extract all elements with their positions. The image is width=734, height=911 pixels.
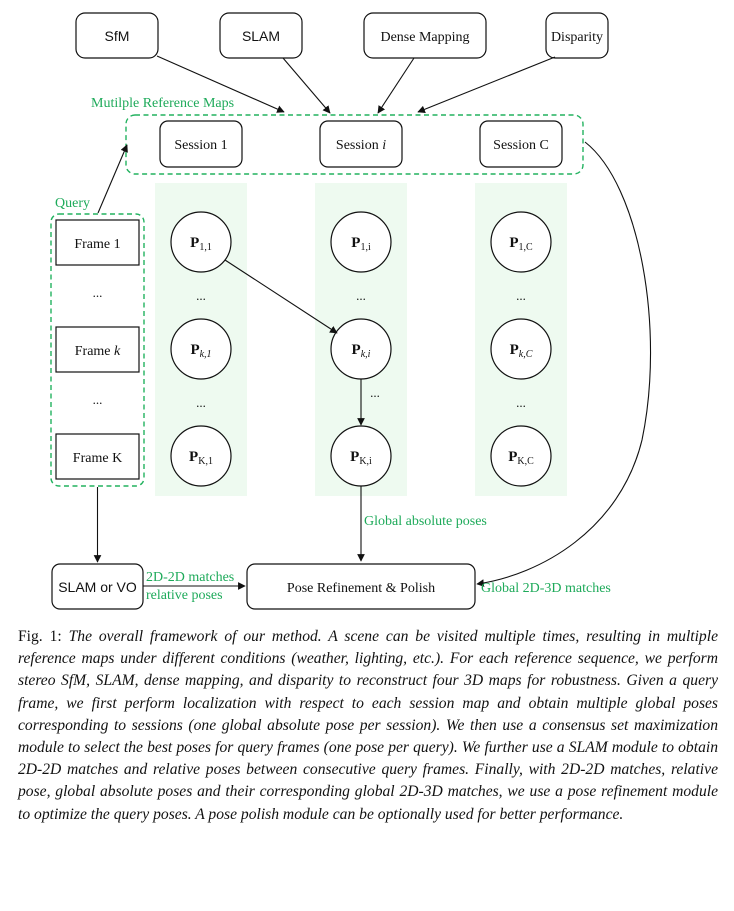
source-label: SfM [105, 28, 130, 44]
framework-diagram: SfM SLAM Dense Mapping Disparity Mutilpl… [50, 12, 652, 610]
session-label: Session i [336, 138, 386, 153]
arrow-dense-to-maps [377, 57, 415, 114]
pose-ellipsis: ... [370, 385, 380, 400]
frame-label: Frame K [73, 451, 122, 466]
pose-label: Pk,i [352, 342, 371, 360]
global-2d3d-matches-label: Global 2D-3D matches [481, 581, 611, 596]
pose-label: P1,i [351, 235, 371, 253]
pose-node-K-1: PK,1 [170, 425, 232, 487]
reference-maps-label: Mutilple Reference Maps [91, 96, 234, 111]
frame-label: Frame k [75, 344, 121, 359]
arrow-query-to-maps [97, 144, 128, 214]
figure-caption: Fig. 1: The overall framework of our met… [18, 626, 718, 826]
source-label: Dense Mapping [380, 30, 469, 45]
arrow-sfm-to-maps [156, 55, 285, 113]
pose-refinement-label: Pose Refinement & Polish [287, 581, 435, 596]
pose-node-k-c: Pk,C [490, 318, 552, 380]
pose-label: Pk,C [510, 342, 533, 360]
pose-ellipsis: ... [196, 288, 206, 303]
pose-node-k-1: Pk,1 [170, 318, 232, 380]
pose-node-k-i: Pk,i [330, 318, 392, 380]
caption-text: The overall framework of our method. A s… [18, 628, 718, 823]
arrow-p11-to-pki [224, 259, 338, 334]
pose-node-1-1: P1,1 [170, 211, 232, 273]
session-box-c: Session C [479, 120, 563, 168]
frame-ellipsis: ... [93, 392, 103, 407]
pose-ellipsis: ... [196, 395, 206, 410]
arrow-disparity-to-maps [417, 56, 556, 113]
session-box-1: Session 1 [159, 120, 243, 168]
source-box-slam: SLAM [219, 12, 303, 59]
2d2d-matches-label: 2D-2D matches [146, 570, 234, 585]
source-label: Disparity [551, 30, 603, 45]
pose-label: PK,i [350, 449, 372, 467]
frame-label: Frame 1 [74, 237, 120, 252]
query-label: Query [55, 196, 90, 211]
slam-vo-label: SLAM or VO [58, 579, 137, 595]
source-label: SLAM [242, 28, 280, 44]
pose-ellipsis: ... [516, 288, 526, 303]
session-label: Session 1 [174, 138, 227, 153]
global-absolute-poses-label: Global absolute poses [364, 514, 487, 529]
frame-box-1: Frame 1 [55, 219, 140, 266]
pose-label: PK,1 [189, 449, 213, 467]
pose-node-K-i: PK,i [330, 425, 392, 487]
pose-label: P1,C [509, 235, 533, 253]
query-group [50, 213, 145, 487]
relative-poses-label: relative poses [146, 588, 223, 603]
source-box-disparity: Disparity [545, 12, 609, 59]
pose-ellipsis: ... [516, 395, 526, 410]
session-label: Session C [493, 138, 549, 153]
pose-node-K-c: PK,C [490, 425, 552, 487]
pose-label: Pk,1 [190, 342, 211, 360]
session-box-i: Session i [319, 120, 403, 168]
pose-refinement-box: Pose Refinement & Polish [246, 563, 476, 610]
frame-box-K: Frame K [55, 433, 140, 480]
frame-box-k: Frame k [55, 326, 140, 373]
frame-ellipsis: ... [93, 285, 103, 300]
source-box-sfm: SfM [75, 12, 159, 59]
arrow-slam-to-maps [282, 57, 331, 114]
slam-vo-box: SLAM or VO [51, 563, 144, 610]
source-box-dense-mapping: Dense Mapping [363, 12, 487, 59]
caption-label: Fig. 1: [18, 628, 62, 645]
pose-node-1-c: P1,C [490, 211, 552, 273]
pose-label: PK,C [508, 449, 534, 467]
pose-ellipsis: ... [356, 288, 366, 303]
pose-node-1-i: P1,i [330, 211, 392, 273]
pose-label: P1,1 [190, 235, 212, 253]
arrow-sessions-to-refinement [476, 141, 652, 587]
